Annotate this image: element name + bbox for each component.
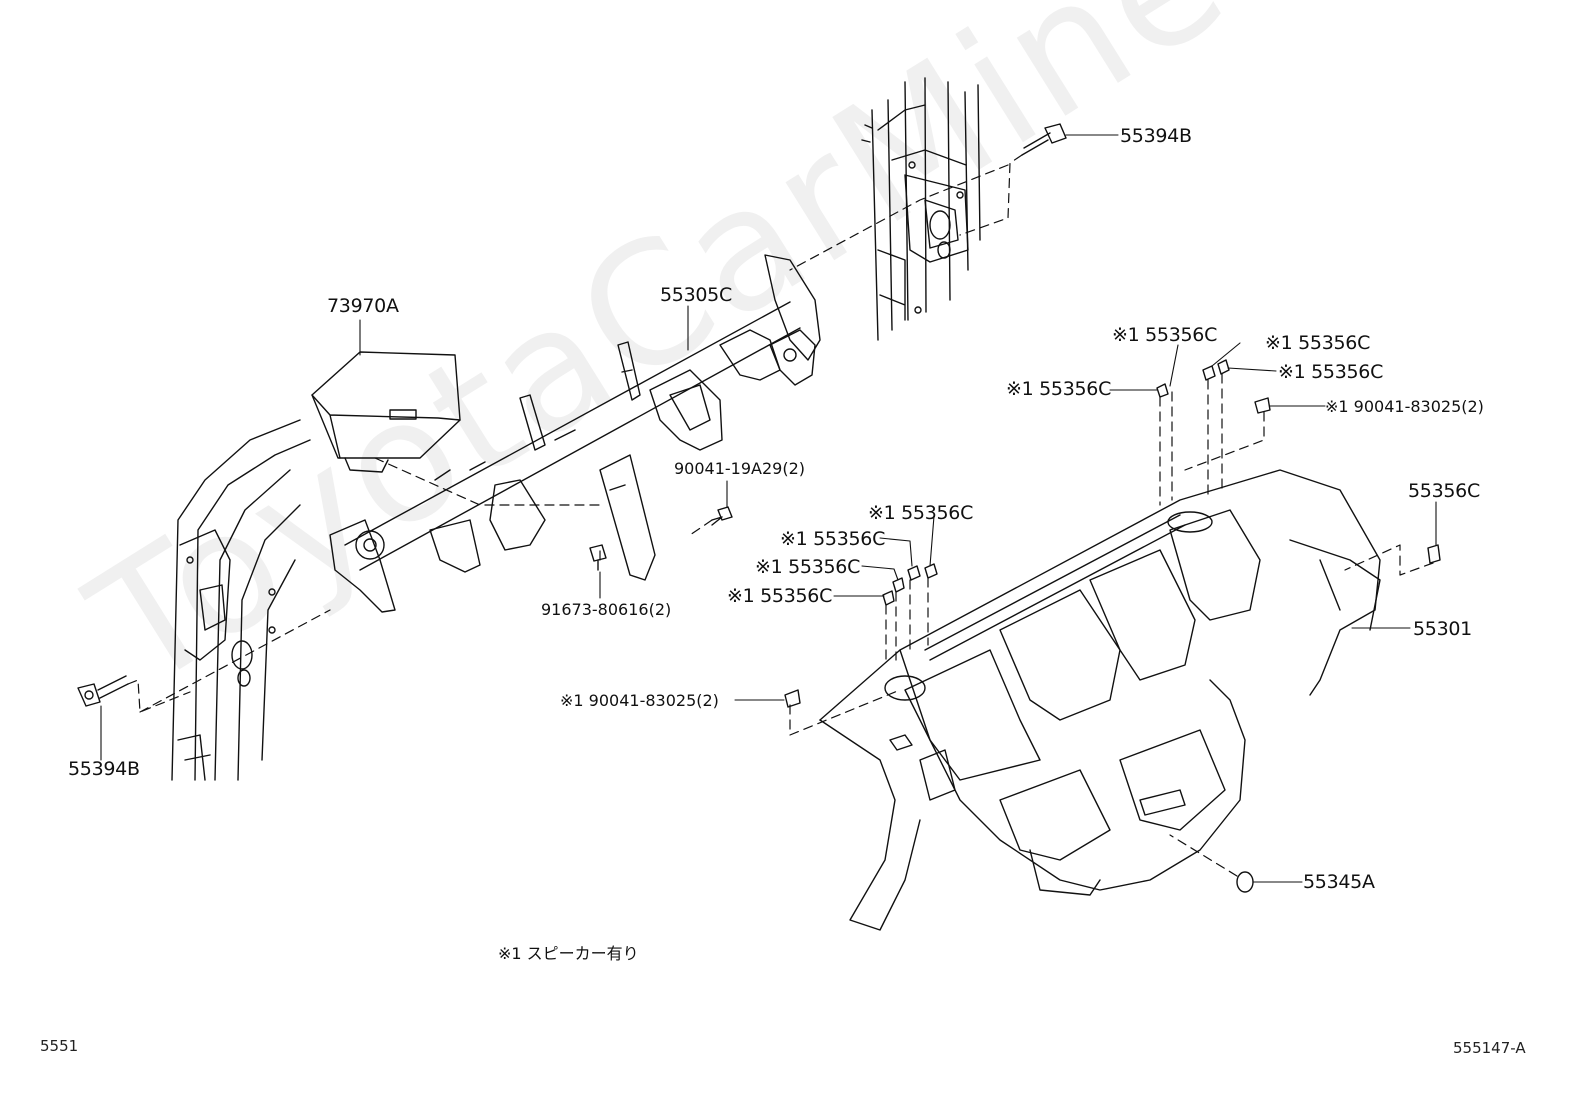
label-55356C-f: ※1 55356C [780, 528, 886, 550]
label-55394B-top: 55394B [1120, 125, 1192, 147]
page-code-left: 5551 [40, 1037, 79, 1055]
label-55356C-right: 55356C [1408, 480, 1480, 502]
steering-support-beam [329, 254, 821, 613]
label-55345A: 55345A [1303, 871, 1375, 893]
label-55356C-c: ※1 55356C [1278, 361, 1384, 383]
label-55356C-d: ※1 55356C [1006, 378, 1112, 400]
label-55356C-e: ※1 55356C [868, 502, 974, 524]
assembly-dashed-lines [127, 154, 1434, 877]
leader-lines [100, 134, 1437, 883]
label-55394B-bottom: 55394B [68, 758, 140, 780]
right-pillar-body [861, 77, 981, 341]
label-55356C-g: ※1 55356C [755, 556, 861, 578]
left-pillar-body [171, 419, 311, 781]
page-code-right: 555147-A [1453, 1039, 1526, 1057]
label-55305C: 55305C [660, 284, 732, 306]
instrument-panel [819, 469, 1381, 931]
footnote: ※1 スピーカー有り [498, 944, 639, 963]
label-90041-83025-bottom: ※1 90041-83025(2) [560, 691, 719, 710]
fasteners [77, 123, 1441, 893]
label-55356C-b: ※1 55356C [1265, 332, 1371, 354]
label-73970A: 73970A [327, 295, 399, 317]
label-91673-80616: 91673-80616(2) [541, 600, 672, 619]
label-55301: 55301 [1413, 618, 1472, 640]
label-55356C-h: ※1 55356C [727, 585, 833, 607]
airbag-module [311, 351, 461, 473]
label-90041-83025-top: ※1 90041-83025(2) [1325, 397, 1484, 416]
label-55356C-a: ※1 55356C [1112, 324, 1218, 346]
label-90041-19A29: 90041-19A29(2) [674, 459, 805, 478]
